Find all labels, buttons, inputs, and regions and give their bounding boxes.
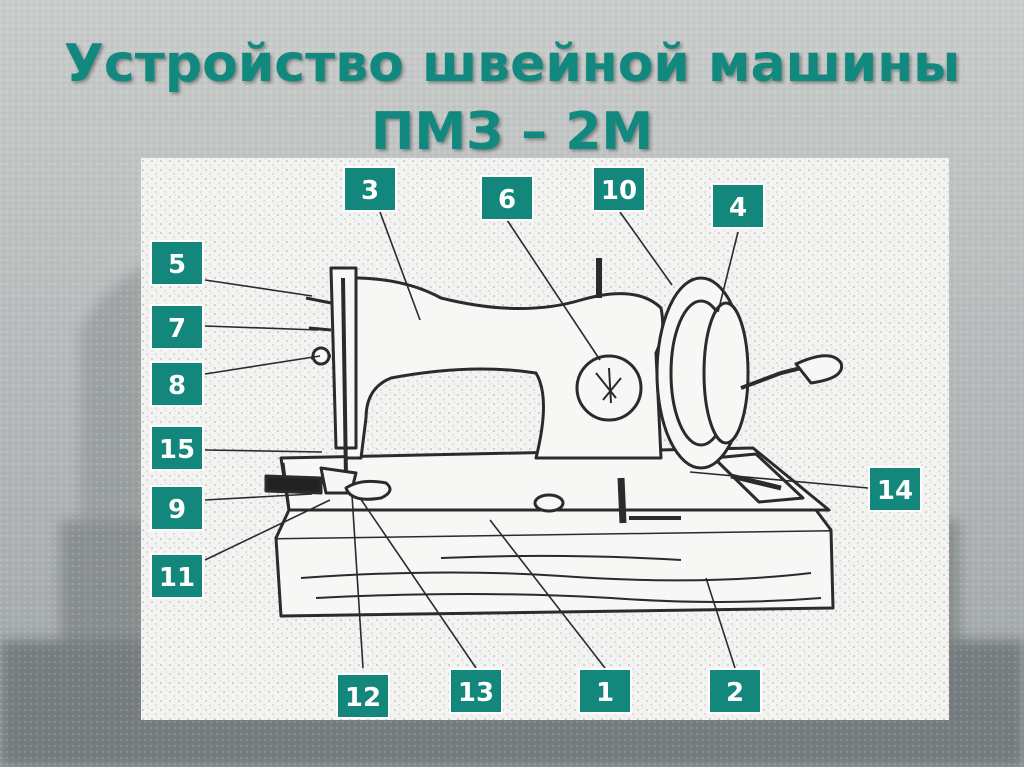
callout-11: 11 xyxy=(150,553,204,599)
callout-2: 2 xyxy=(708,668,762,714)
callout-15: 15 xyxy=(150,425,204,471)
callout-1: 1 xyxy=(578,668,632,714)
diagram-panel xyxy=(141,158,949,720)
callout-13: 13 xyxy=(449,668,503,714)
sewing-machine-drawing xyxy=(141,158,949,720)
callout-7: 7 xyxy=(150,304,204,350)
callout-14: 14 xyxy=(868,466,922,512)
callout-6: 6 xyxy=(480,175,534,221)
page-subtitle: ПМЗ – 2М xyxy=(370,102,654,162)
callout-3: 3 xyxy=(343,166,397,212)
callout-5: 5 xyxy=(150,240,204,286)
callout-9: 9 xyxy=(150,485,204,531)
callout-10: 10 xyxy=(592,166,646,212)
page-title: Устройство швейной машины xyxy=(63,34,961,94)
callout-4: 4 xyxy=(711,183,765,229)
callout-12: 12 xyxy=(336,673,390,719)
callout-8: 8 xyxy=(150,361,204,407)
